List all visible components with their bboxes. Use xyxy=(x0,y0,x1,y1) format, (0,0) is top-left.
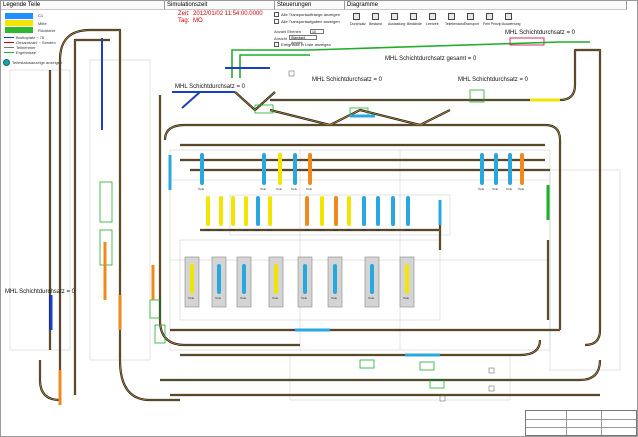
diagram-0-label: Durchsatz xyxy=(350,22,366,26)
diagram-6-icon[interactable] xyxy=(467,13,474,20)
layer-count-label: Anzahl Ebenen xyxy=(274,29,302,34)
ctrl-events-list-checkbox[interactable] xyxy=(274,42,279,47)
view-select[interactable]: Standard Ansicht xyxy=(289,35,317,45)
day-label: Tag: xyxy=(178,18,190,24)
diagram-7-label: Fehl Prinzip xyxy=(483,22,502,26)
state-line-3 xyxy=(4,47,14,48)
diagram-5-icon[interactable] xyxy=(448,13,455,20)
view-label: Ansicht xyxy=(274,36,288,41)
ctrl-events-list[interactable]: Ereignisse in Liste anzeigen xyxy=(274,42,331,47)
diagram-6-label: Transport xyxy=(464,22,479,26)
ctrl-transport-orders-checkbox[interactable] xyxy=(274,12,279,17)
ctrl-events-list-label: Ereignisse in Liste anzeigen xyxy=(281,42,331,47)
throughput-left: MHL Schichtdurchsatz = 0 xyxy=(5,289,75,295)
diagram-8-label: Auswertung xyxy=(502,22,521,26)
diagram-1-icon[interactable] xyxy=(372,13,379,20)
diagram-8-icon[interactable] xyxy=(505,13,512,20)
legend-swatch-mitte xyxy=(5,20,33,26)
ctrl-transport-tasks-label: Alle Transportaufgaben anzeigen xyxy=(281,19,340,24)
ctrl-transport-orders-label: Alle Transportauftraege anzeigen xyxy=(281,12,340,17)
legend-label-mitte: Mitte xyxy=(38,21,47,26)
state-line-4 xyxy=(4,52,14,53)
state-line-2 xyxy=(4,42,14,43)
state-label-2: Gesamtzahl ~ Senden xyxy=(16,40,56,45)
legend-swatch-rueck xyxy=(5,27,33,33)
diagram-5-label: Teilebestand xyxy=(445,22,465,26)
state-label-4: Ergebnisse xyxy=(16,50,37,55)
legend-label-c1: C1 xyxy=(38,13,44,18)
diagram-1-label: Bestand xyxy=(369,22,382,26)
legend-swatch-c1 xyxy=(5,13,33,19)
ctrl-transport-orders[interactable]: Alle Transportauftraege anzeigen xyxy=(274,12,340,17)
show-status-label: Teilestatusanzeige anzeigen xyxy=(12,60,63,65)
time-label: Zeit: xyxy=(178,11,190,17)
title-block xyxy=(525,410,637,436)
layer-count-input[interactable]: 10 xyxy=(310,29,324,34)
diagrams-panel-header: Diagramme xyxy=(345,1,627,10)
state-line-1 xyxy=(4,37,14,38)
legend-panel: C1 Mitte Rückfahrt xyxy=(2,11,64,37)
diagram-3-label: Bestände xyxy=(407,22,422,26)
state-label-3: Teilnehmer xyxy=(16,45,36,50)
time-value: 2012/01/02 11:54:00.0000 xyxy=(193,11,263,17)
throughput-upper-mid: MHL Schichtdurchsatz = 0 xyxy=(312,77,382,83)
ctrl-transport-tasks-checkbox[interactable] xyxy=(274,19,279,24)
day-value: MO xyxy=(193,18,203,24)
diagram-2-label: Auslastung xyxy=(388,22,406,26)
diagram-4-icon[interactable] xyxy=(429,13,436,20)
diagram-7-icon[interactable] xyxy=(486,13,493,20)
diagram-2-icon[interactable] xyxy=(391,13,398,20)
legend-panel-header: Legende Teile xyxy=(1,1,165,10)
diagram-3-icon[interactable] xyxy=(410,13,417,20)
legend-label-rueck: Rückfahrt xyxy=(38,28,56,33)
throughput-right: MHL Schichtdurchsatz = 0 xyxy=(458,77,528,83)
diagram-4-label: Leerzeit xyxy=(426,22,439,26)
legend-states: Bruttoplatz ~ 78 Gesamtzahl ~ Senden Tei… xyxy=(2,34,62,56)
show-status-button[interactable]: Teilestatusanzeige anzeigen xyxy=(3,59,62,66)
throughput-top-right: MHL Schichtdurchsatz = 0 xyxy=(505,30,575,36)
state-label-1: Bruttoplatz ~ 78 xyxy=(16,35,45,40)
status-toggle-icon xyxy=(3,59,10,66)
throughput-top-center: MHL Schichtdurchsatz gesamt = 0 xyxy=(385,56,477,62)
simulation-panel-header: Simulationszeit xyxy=(165,1,275,10)
throughput-upper-left: MHL Schichtdurchsatz = 0 xyxy=(175,84,245,90)
diagram-0-icon[interactable] xyxy=(353,13,360,20)
ctrl-transport-tasks[interactable]: Alle Transportaufgaben anzeigen xyxy=(274,19,340,24)
controls-panel-header: Steuerungen xyxy=(275,1,345,10)
